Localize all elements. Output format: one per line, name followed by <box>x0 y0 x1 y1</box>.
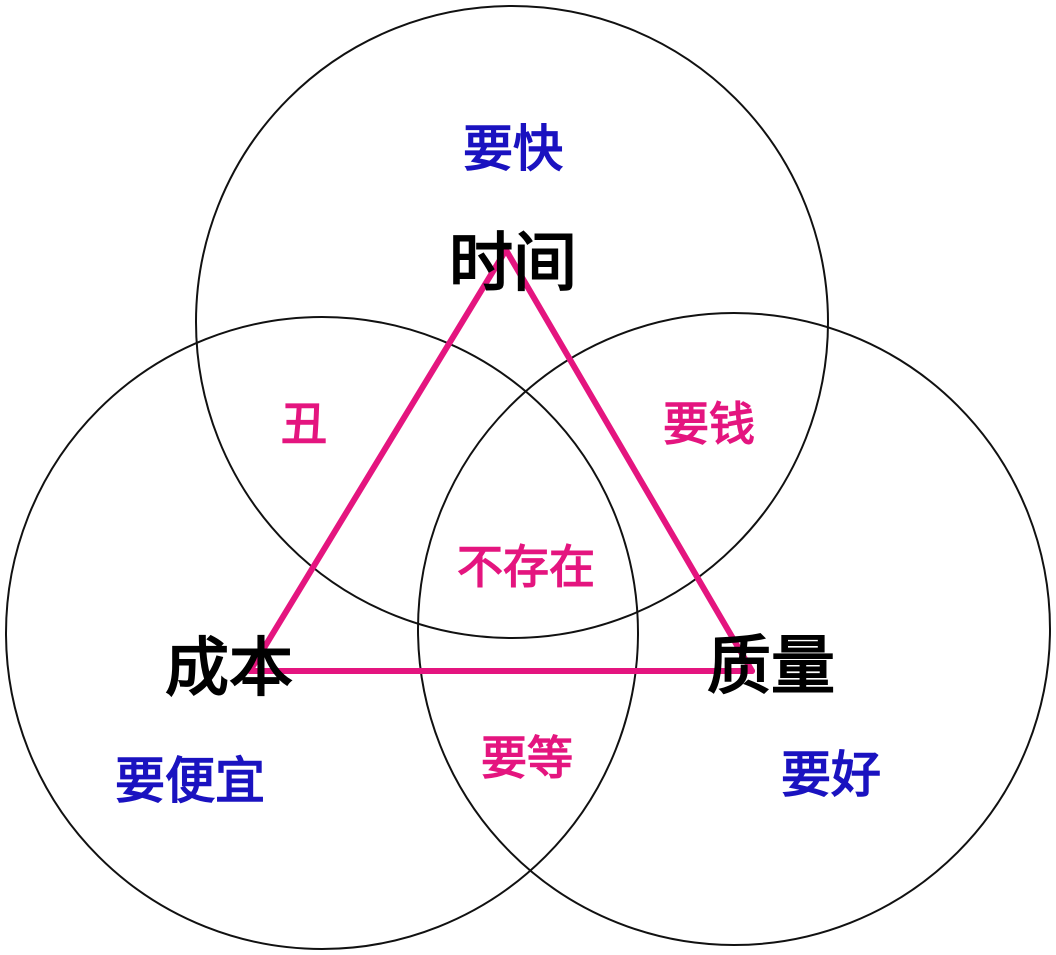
triangle-edge-time-quality <box>503 247 755 674</box>
quality-circle <box>417 312 1051 946</box>
vertex-label-quality: 质量 <box>707 630 835 704</box>
time-circle <box>195 5 829 639</box>
cost-circle <box>5 316 639 950</box>
tradeoff-label-time-quality: 要钱 <box>663 397 755 451</box>
tradeoff-label-center: 不存在 <box>457 540 595 594</box>
want-label-quality: 要好 <box>781 746 881 804</box>
vertex-label-time: 时间 <box>449 227 577 301</box>
triangle-edge-time-cost <box>247 247 509 674</box>
want-label-time: 要快 <box>463 120 564 178</box>
vertex-label-cost: 成本 <box>165 632 293 706</box>
tradeoff-label-time-cost: 丑 <box>281 397 327 451</box>
tradeoff-label-cost-quality: 要等 <box>481 731 573 785</box>
want-label-cost: 要便宜 <box>115 752 265 810</box>
